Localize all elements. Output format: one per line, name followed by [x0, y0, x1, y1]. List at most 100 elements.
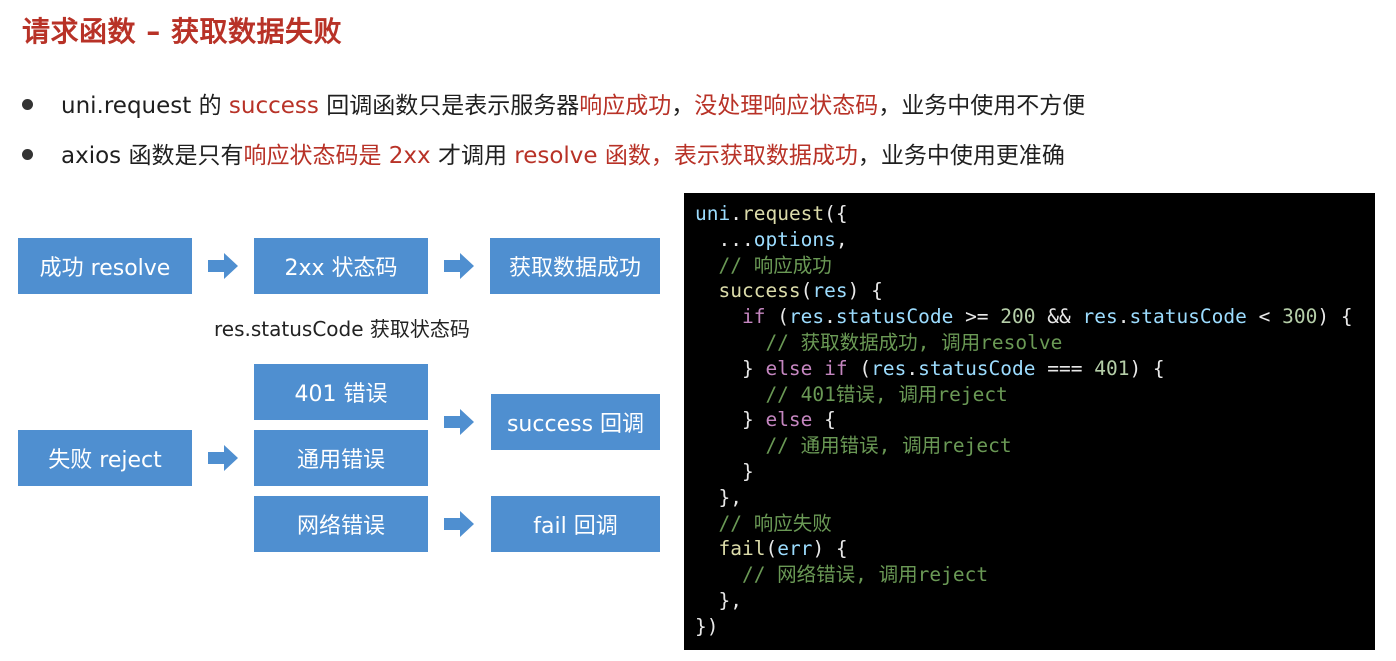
code-token: } [695, 356, 766, 380]
code-token: ({ [824, 202, 848, 225]
code-token: ( [765, 305, 789, 329]
code-token: }) [695, 614, 719, 638]
code-token: uni [695, 202, 731, 225]
arrow-right-icon [444, 253, 474, 279]
code-token: // 401错误, 调用reject [695, 382, 1008, 406]
code-token: options [753, 227, 836, 251]
bullet-text-part: uni.request 的 [61, 93, 229, 119]
code-token: === [1035, 356, 1095, 380]
network-error-box: 网络错误 [254, 496, 428, 552]
code-token: . [1117, 305, 1130, 329]
code-token: }, [695, 485, 742, 509]
code-token: ( [800, 279, 813, 303]
code-line: } else { [695, 407, 1375, 433]
bullet-text-part: 回调函数只是表示服务器 [318, 93, 580, 119]
highlight-text: 没处理响应状态码 [694, 93, 879, 119]
bullet-text-part: axios 函数是只有 [61, 143, 244, 169]
fail-callback-box: fail 回调 [491, 496, 660, 552]
arrow-right-icon [444, 409, 474, 435]
code-token: { [812, 408, 836, 432]
code-token: . [906, 356, 919, 380]
code-token: ) { [1129, 356, 1165, 380]
code-line: // 通用错误, 调用reject [695, 433, 1375, 459]
arrow-right-icon [444, 511, 474, 537]
code-token: ( [765, 537, 778, 561]
code-token: fail [718, 537, 766, 561]
code-token: ( [847, 356, 872, 380]
success-callback-box: success 回调 [491, 394, 660, 450]
highlight-text: resolve 函数，表示获取数据成功 [514, 143, 858, 169]
code-token: ) { [1317, 305, 1353, 329]
bullet-dot-icon [22, 149, 33, 160]
code-token: else if [765, 356, 848, 380]
fail-reject-box: 失败 reject [18, 430, 192, 486]
code-token [695, 305, 742, 328]
code-line: fail(err) { [695, 536, 1375, 562]
code-token: ) { [847, 279, 883, 303]
highlight-text: success [228, 93, 319, 119]
code-line: uni.request({ [695, 201, 1375, 227]
code-token: 200 [1000, 305, 1036, 329]
code-line: if (res.statusCode >= 200 && res.statusC… [695, 304, 1375, 330]
code-line: // 响应成功 [695, 253, 1375, 279]
code-token: } [695, 408, 766, 432]
highlight-text: 响应成功 [579, 93, 672, 119]
bullet-dot-icon [22, 99, 33, 110]
code-token: res [812, 279, 848, 303]
arrow-right-icon [208, 253, 238, 279]
code-token: } [695, 459, 754, 483]
status-2xx-box: 2xx 状态码 [254, 238, 428, 294]
common-error-box: 通用错误 [254, 430, 428, 486]
code-token: res [788, 305, 825, 329]
bullet-text-part: ， [671, 93, 695, 119]
code-line: }) [695, 614, 1375, 640]
code-token: < [1246, 305, 1283, 329]
bullet-text-part: ，业务中使用不方便 [878, 93, 1086, 119]
code-line: } else if (res.statusCode === 401) { [695, 356, 1375, 382]
bullet-text-1: uni.request 的 success 回调函数只是表示服务器响应成功，没处… [61, 93, 1085, 119]
code-token: statusCode [1129, 305, 1247, 329]
code-line: // 响应失败 [695, 511, 1375, 537]
code-token: 401 [1094, 356, 1130, 380]
code-token: , [835, 227, 848, 251]
code-token: }, [695, 588, 742, 612]
page-title: 请求函数 – 获取数据失败 [22, 15, 342, 48]
code-token: request [741, 202, 825, 225]
code-token: && [1035, 305, 1083, 329]
code-token: success [718, 279, 801, 303]
code-token: res [1082, 305, 1118, 329]
got-data-success-box: 获取数据成功 [490, 238, 660, 294]
bullet-text-part: ，业务中使用更准确 [857, 143, 1065, 169]
code-token: . [824, 305, 836, 329]
bullet-text-2: axios 函数是只有响应状态码是 2xx 才调用 resolve 函数，表示获… [61, 143, 1065, 169]
code-token: ... [695, 227, 754, 251]
code-token: // 网络错误, 调用reject [695, 563, 989, 587]
code-token [695, 279, 718, 302]
code-token: else [765, 408, 813, 432]
arrow-right-icon [208, 445, 238, 471]
code-token: if [741, 305, 766, 329]
code-token: statusCode [918, 356, 1036, 380]
code-line: success(res) { [695, 278, 1375, 304]
code-block: uni.request({ ...options, // 响应成功 succes… [684, 193, 1375, 650]
code-line: // 网络错误, 调用reject [695, 562, 1375, 588]
code-line: } [695, 459, 1375, 485]
code-token: >= [953, 305, 1001, 329]
code-token: 300 [1282, 305, 1318, 329]
code-token: ) { [812, 537, 848, 561]
code-line: // 获取数据成功, 调用resolve [695, 330, 1375, 356]
code-token: // 通用错误, 调用reject [695, 434, 1012, 458]
code-token: . [730, 202, 742, 225]
error-401-box: 401 错误 [254, 364, 428, 420]
bullet-item-1: uni.request 的 success 回调函数只是表示服务器响应成功，没处… [22, 86, 1085, 120]
code-token: // 响应成功 [695, 253, 832, 277]
code-line: // 401错误, 调用reject [695, 382, 1375, 408]
code-token: // 获取数据成功, 调用resolve [695, 330, 1063, 354]
bullet-item-2: axios 函数是只有响应状态码是 2xx 才调用 resolve 函数，表示获… [22, 136, 1065, 170]
success-resolve-box: 成功 resolve [18, 238, 192, 294]
code-token: err [777, 537, 813, 561]
code-token [695, 537, 718, 560]
code-line: }, [695, 485, 1375, 511]
bullet-text-part: 才调用 [430, 143, 515, 169]
code-line: }, [695, 588, 1375, 614]
